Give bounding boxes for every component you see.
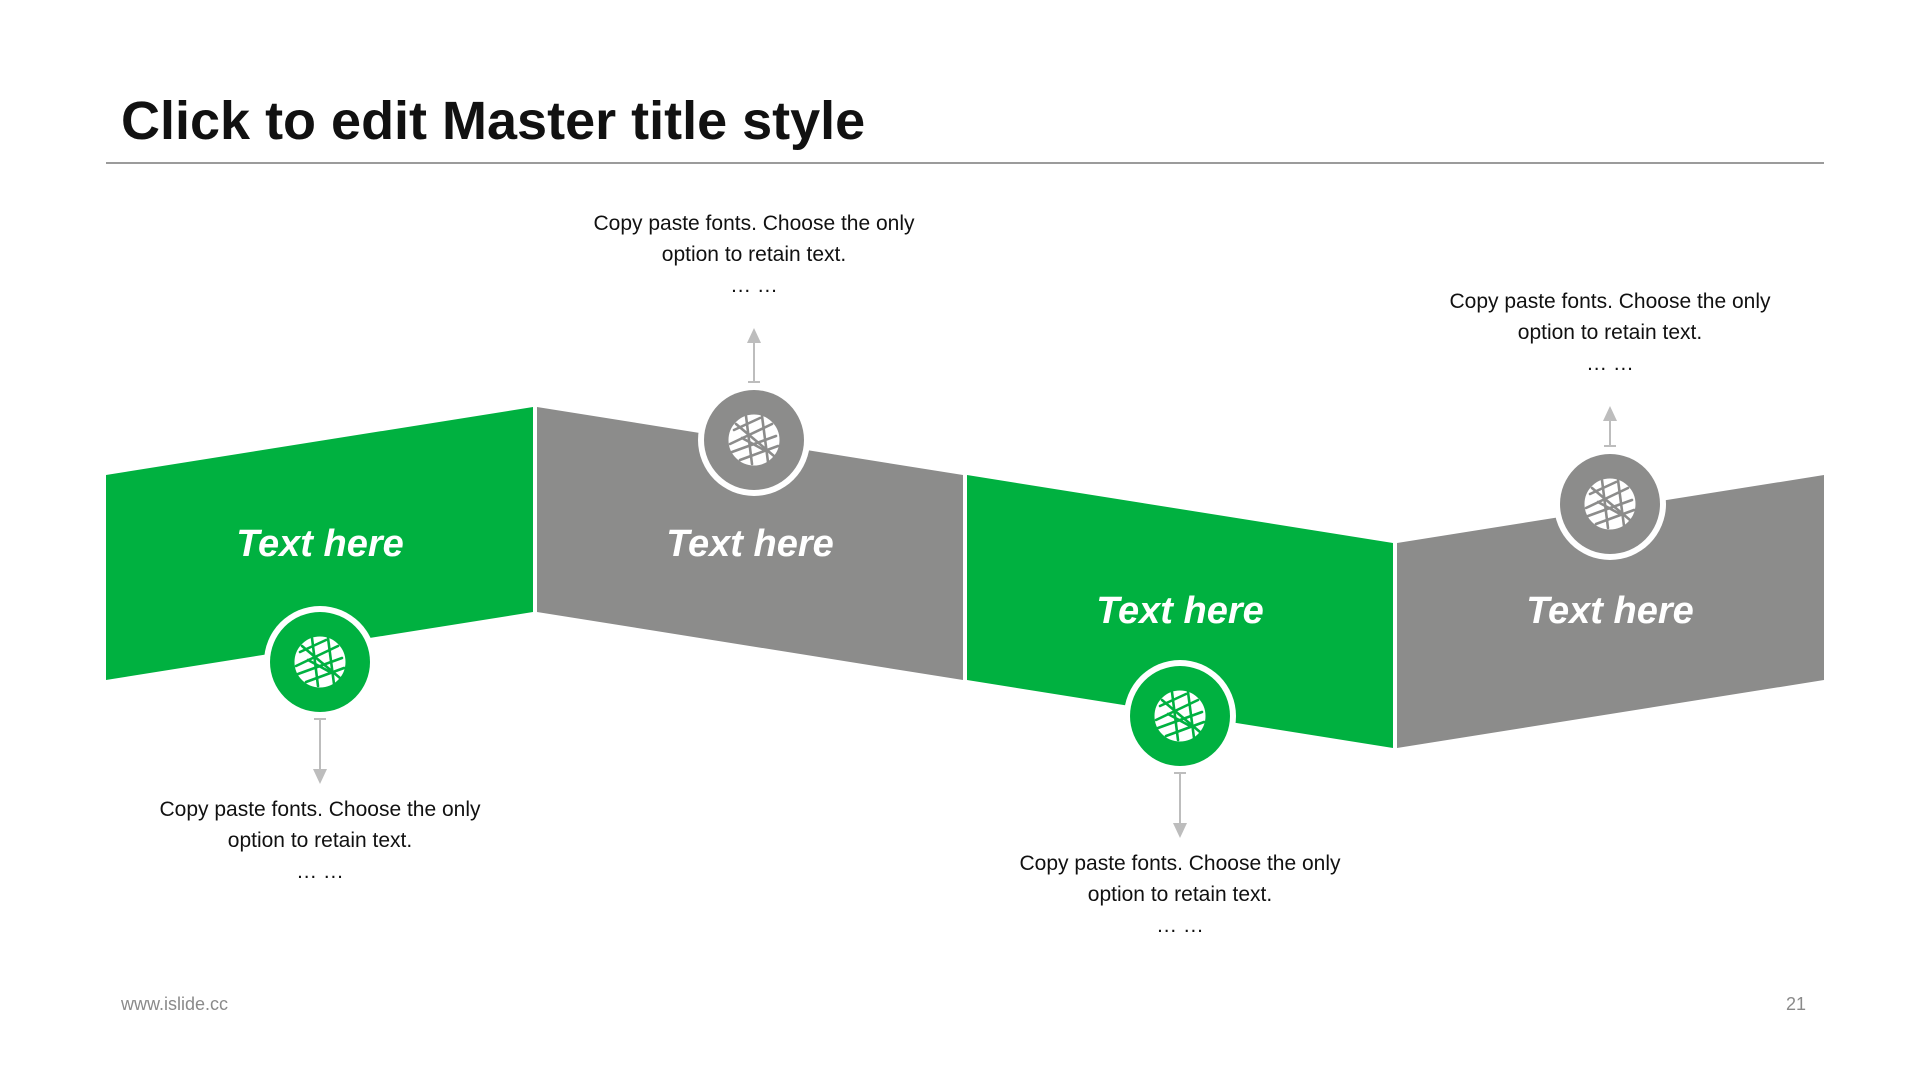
badge-3[interactable] bbox=[1124, 660, 1236, 772]
segment-3-label[interactable]: Text here bbox=[1096, 590, 1264, 632]
network-globe-icon bbox=[1582, 476, 1638, 532]
segment-4-label[interactable]: Text here bbox=[1526, 590, 1694, 632]
footer-url[interactable]: www.islide.cc bbox=[121, 994, 229, 1014]
network-globe-icon bbox=[292, 634, 348, 690]
connector-4 bbox=[1603, 406, 1617, 447]
badge-2[interactable] bbox=[698, 384, 810, 496]
slide-title[interactable]: Click to edit Master title style bbox=[121, 91, 866, 151]
badge-4[interactable] bbox=[1554, 448, 1666, 560]
connector-2 bbox=[747, 328, 761, 383]
segment-2-shape bbox=[537, 407, 963, 680]
connector-3 bbox=[1173, 772, 1187, 838]
caption-4-line-3: … … bbox=[1586, 352, 1634, 375]
caption-2-line-3: … … bbox=[730, 274, 778, 297]
caption-4[interactable]: Copy paste fonts. Choose the only option… bbox=[1390, 286, 1830, 379]
segment-2-label[interactable]: Text here bbox=[666, 523, 834, 565]
caption-4-line-2: option to retain text. bbox=[1517, 321, 1703, 344]
caption-1[interactable]: Copy paste fonts. Choose the only option… bbox=[100, 794, 540, 887]
segment-3-shape bbox=[967, 475, 1393, 748]
badge-1[interactable] bbox=[264, 606, 376, 718]
segment-1-label[interactable]: Text here bbox=[236, 523, 404, 565]
caption-1-line-1: Copy paste fonts. Choose the only bbox=[159, 798, 481, 821]
caption-4-line-1: Copy paste fonts. Choose the only bbox=[1449, 290, 1771, 313]
network-globe-icon bbox=[1152, 688, 1208, 744]
title-divider bbox=[106, 162, 1824, 164]
caption-2[interactable]: Copy paste fonts. Choose the only option… bbox=[534, 208, 974, 301]
caption-3[interactable]: Copy paste fonts. Choose the only option… bbox=[960, 848, 1400, 941]
caption-1-line-3: … … bbox=[296, 860, 344, 883]
caption-1-line-2: option to retain text. bbox=[227, 829, 413, 852]
caption-3-line-2: option to retain text. bbox=[1087, 883, 1273, 906]
caption-2-line-1: Copy paste fonts. Choose the only bbox=[593, 212, 915, 235]
caption-2-line-2: option to retain text. bbox=[661, 243, 847, 266]
caption-3-line-3: … … bbox=[1156, 914, 1204, 937]
connector-1 bbox=[313, 718, 327, 784]
segment-4-shape bbox=[1397, 475, 1824, 748]
caption-3-line-1: Copy paste fonts. Choose the only bbox=[1019, 852, 1341, 875]
network-globe-icon bbox=[726, 412, 782, 468]
segment-1-shape bbox=[106, 407, 533, 680]
page-number: 21 bbox=[1785, 994, 1806, 1014]
